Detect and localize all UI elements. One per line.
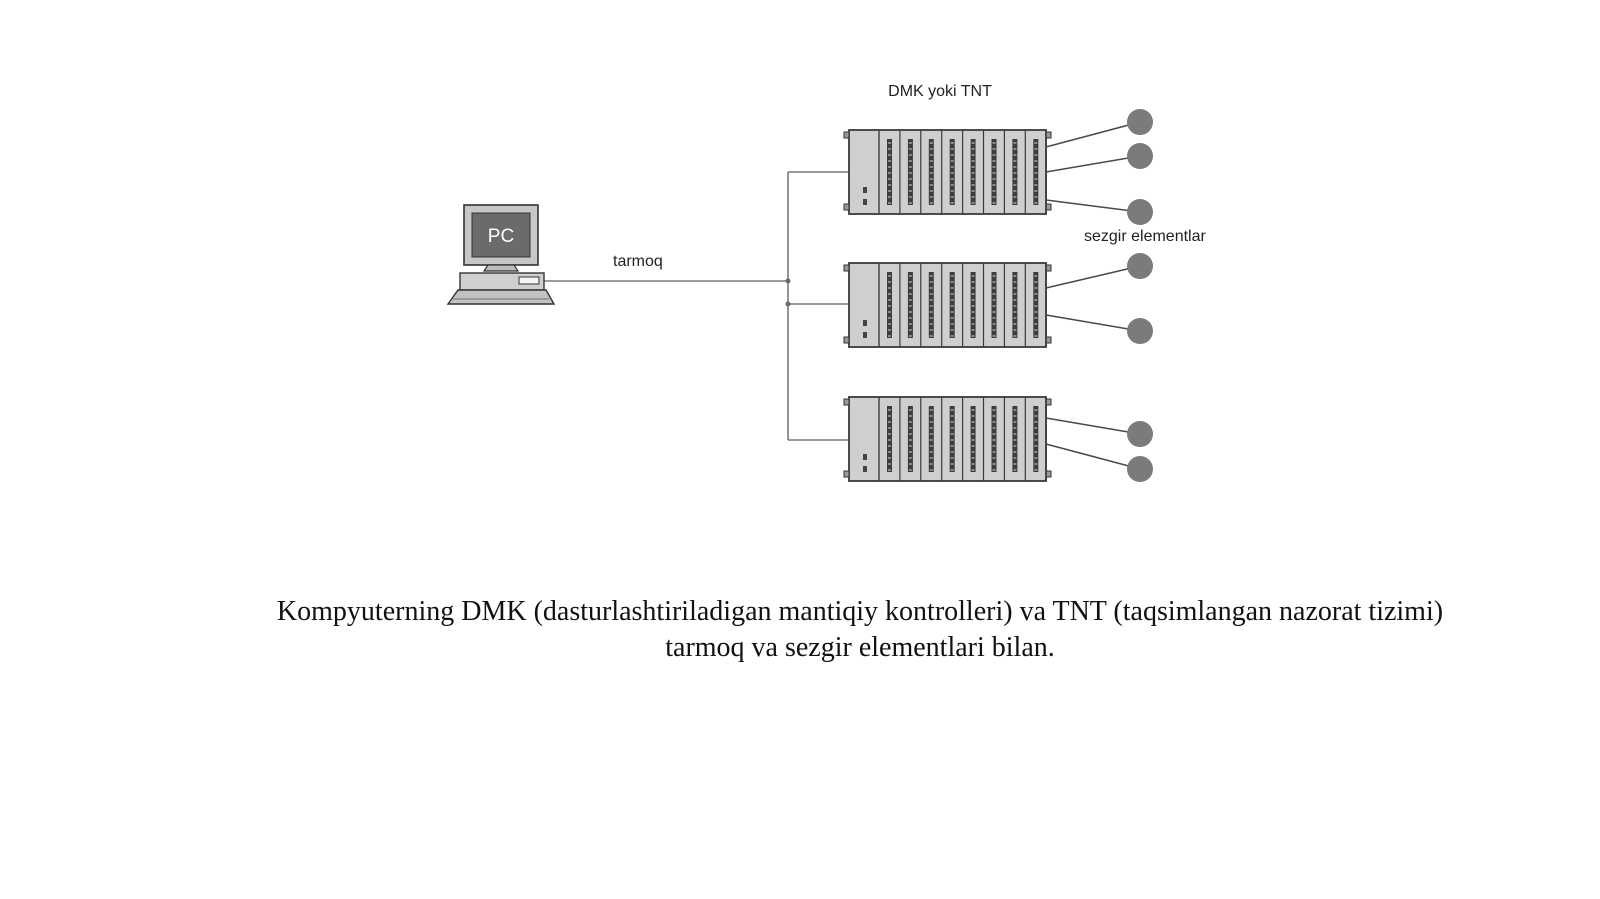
junction-dot	[785, 278, 791, 284]
pc-label: PC	[488, 226, 514, 247]
sensor-wire	[1045, 443, 1141, 470]
sensor-element	[1127, 143, 1153, 169]
sensor-wire	[1045, 199, 1141, 213]
sensor-wire	[1045, 155, 1141, 173]
caption-line-2: tarmoq va sezgir elementlari bilan.	[665, 632, 1055, 663]
caption-line-1: Kompyuterning DMK (dasturlashtiriladigan…	[276, 596, 1444, 627]
controller-group-label: DMK yoki TNT	[888, 83, 992, 100]
controller-rack-1	[843, 129, 1052, 215]
sensor-wire	[1045, 417, 1141, 435]
junction-dot	[785, 301, 791, 307]
sensor-element	[1127, 456, 1153, 482]
network-lines	[543, 171, 849, 441]
controller-rack-2	[843, 262, 1052, 348]
figure-caption: Kompyuterning DMK (dasturlashtiriladigan…	[150, 594, 1570, 666]
sensor-wires	[1045, 121, 1141, 470]
sensor-wire	[1045, 121, 1141, 148]
network-diagram: DMK yoki TNT tarmoq sezgir elementlar PC	[446, 83, 1207, 482]
controller-rack-3	[843, 396, 1052, 482]
sensor-element	[1127, 109, 1153, 135]
sensor-element	[1127, 318, 1153, 344]
sensor-element	[1127, 253, 1153, 279]
sensor-element	[1127, 199, 1153, 225]
sensor-wire	[1045, 265, 1141, 289]
network-label: tarmoq	[613, 253, 663, 270]
sensor-elements	[1127, 109, 1153, 482]
sensor-wire	[1045, 314, 1141, 332]
pc-computer-icon: PC	[446, 204, 556, 305]
sensors-label: sezgir elementlar	[1084, 228, 1207, 245]
sensor-element	[1127, 421, 1153, 447]
